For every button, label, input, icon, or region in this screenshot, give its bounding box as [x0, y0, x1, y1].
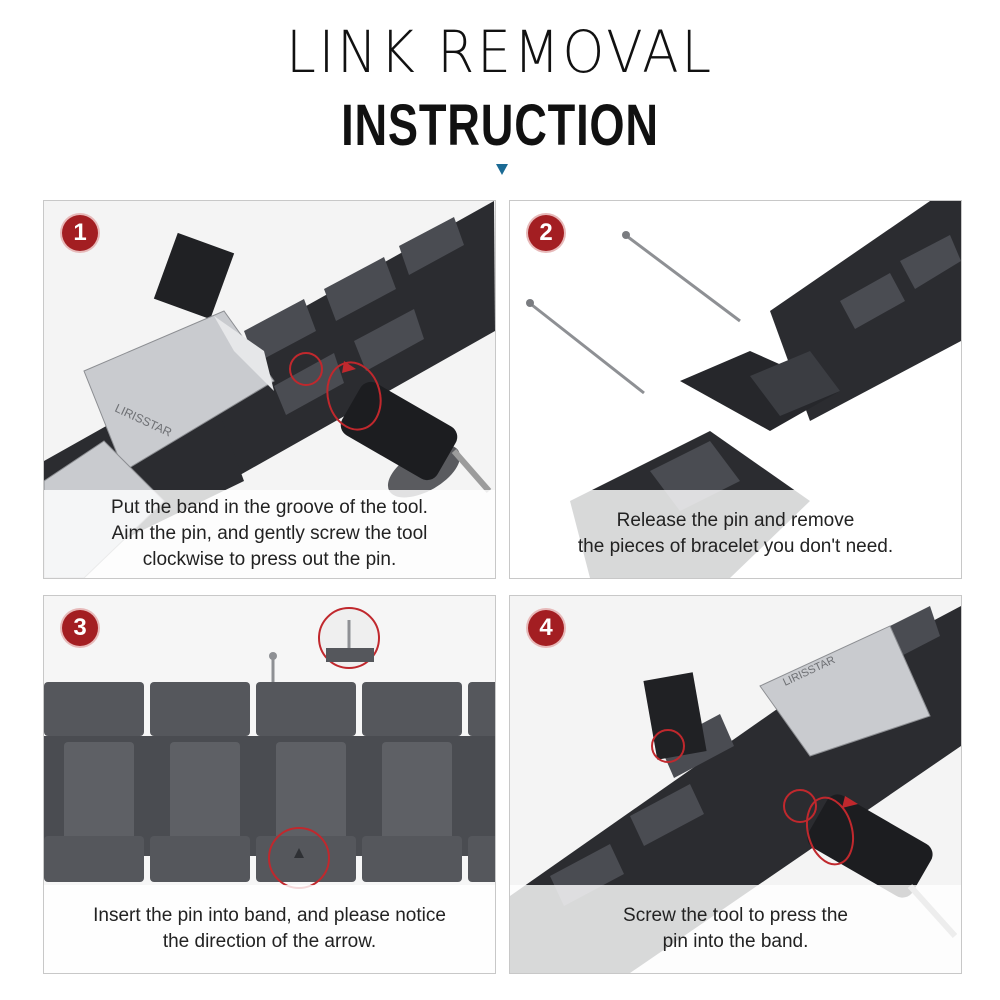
step-1-badge: 1	[62, 215, 98, 251]
step-3-badge: 3	[62, 610, 98, 646]
step-2-caption-line-2: the pieces of bracelet you don't need.	[577, 536, 894, 557]
step-3-caption-line-2: the direction of the arrow.	[162, 931, 377, 952]
step-3-caption: Insert the pin into band, and please not…	[44, 885, 495, 973]
down-arrow-icon	[496, 164, 508, 175]
step-1-caption-line-2: Aim the pin, and gently screw the tool	[111, 523, 428, 544]
step-3-panel: 3 Insert the pin into band, and please n…	[43, 595, 496, 974]
step-4-badge: 4	[528, 610, 564, 646]
step-2-panel: 2 Release the pin and remove the pieces …	[509, 200, 962, 579]
step-2-badge: 2	[528, 215, 564, 251]
step-4-caption-line-2: pin into the band.	[662, 931, 809, 952]
step-4-caption-line-1: Screw the tool to press the	[623, 905, 848, 926]
step-2-caption-line-1: Release the pin and remove	[616, 510, 855, 531]
step-1-caption: Put the band in the groove of the tool. …	[44, 490, 495, 578]
step-4-panel: LIRISSTAR 4 Screw the tool to press the …	[509, 595, 962, 974]
page-title-line1: LINK REMOVAL	[286, 18, 714, 86]
step-1-panel: LIRISSTAR 1 Put the band in the groove o…	[43, 200, 496, 579]
step-1-caption-line-1: Put the band in the groove of the tool.	[111, 497, 428, 518]
page-title-line2: INSTRUCTION	[341, 93, 659, 158]
step-3-caption-line-1: Insert the pin into band, and please not…	[93, 905, 446, 926]
step-1-caption-line-3: clockwise to press out the pin.	[142, 549, 397, 570]
step-4-caption: Screw the tool to press the pin into the…	[510, 885, 961, 973]
step-2-caption: Release the pin and remove the pieces of…	[510, 490, 961, 578]
step-1-illustration: LIRISSTAR	[44, 201, 495, 578]
